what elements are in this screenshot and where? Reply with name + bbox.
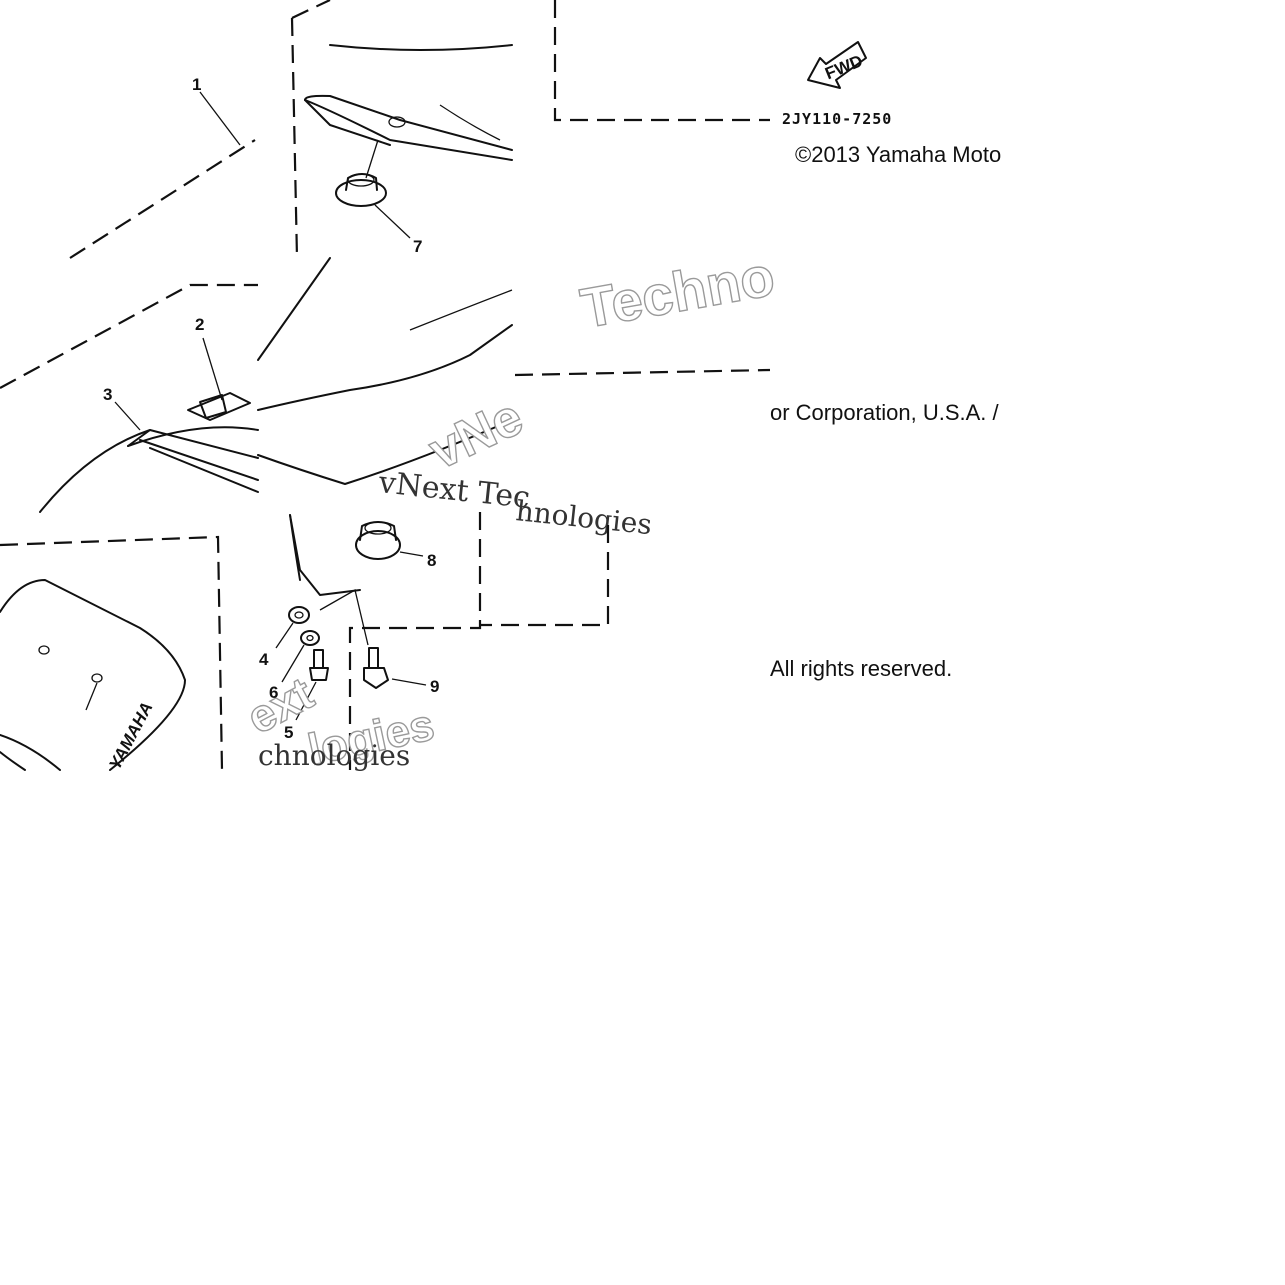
watermark-text-b: vNext Tec [376,465,532,516]
seat-cover-yamaha [0,579,186,771]
callout-4: 4 [259,650,269,669]
watermark-text-a: Techno [576,244,779,340]
fwd-direction-arrow [807,41,867,89]
grommet-part-7 [335,173,387,207]
copyright-line-1: ©2013 Yamaha Moto [795,142,1001,167]
washer-part-4 [288,606,310,624]
grommet-part-8 [355,521,401,560]
callout-5: 5 [284,723,293,742]
seat-main-outline [0,139,259,513]
seat-detail-view [257,0,513,485]
callout-7: 7 [413,237,422,256]
copyright-line-2: or Corporation, U.S.A. / [770,400,1000,425]
callout-2: 2 [195,315,204,334]
callout-8: 8 [427,551,436,570]
fwd-arrow-label: FWD [822,51,865,83]
bolt-part-5 [309,649,329,681]
callout-9: 9 [430,677,439,696]
callout-1: 1 [192,75,201,94]
part-code-label: 2JY110-7250 [782,110,892,128]
watermark-text-c: hnologies [514,494,653,541]
callout-6: 6 [269,683,278,702]
callout-3: 3 [103,385,112,404]
copyright-line-3: All rights reserved. [770,656,952,681]
watermark-text-g: chnologies [258,739,410,772]
bolt-part-9 [363,647,389,689]
washer-part-6 [300,630,320,646]
watermark-text-d: vNe [421,388,532,481]
